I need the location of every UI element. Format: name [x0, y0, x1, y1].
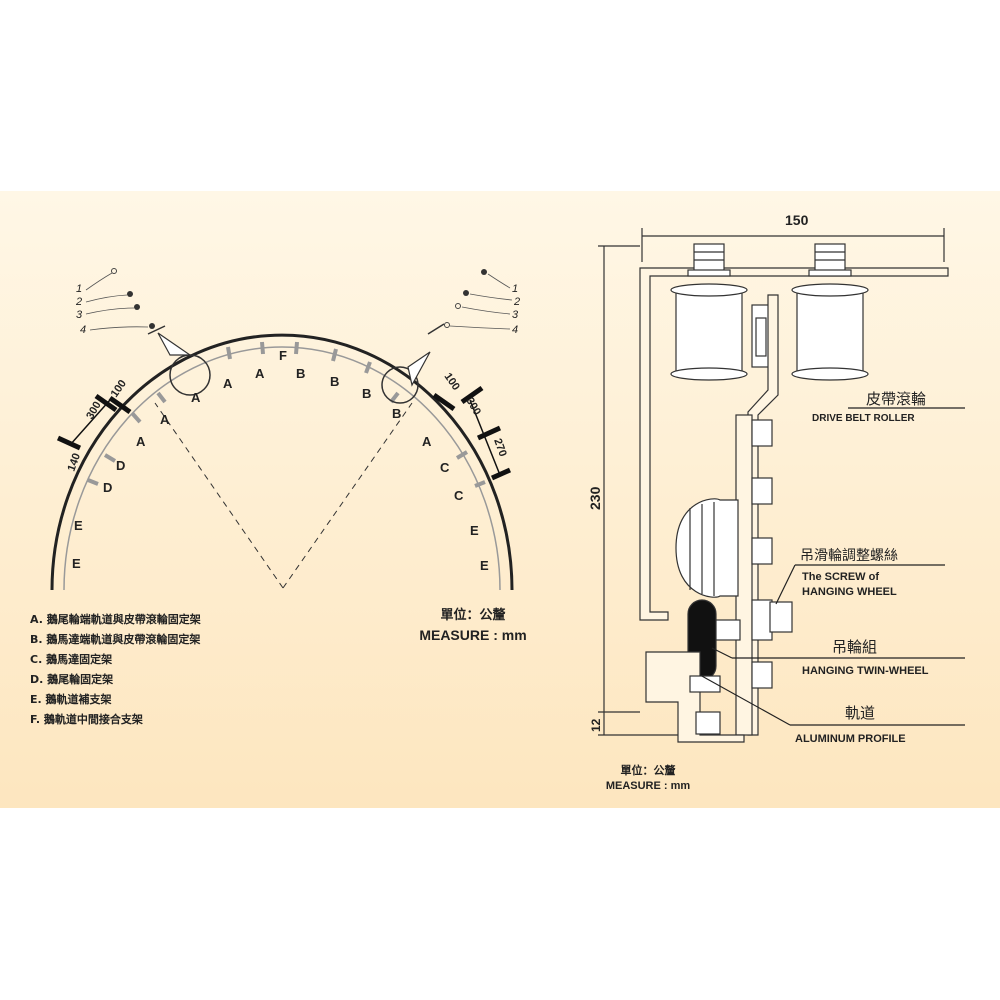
callout-2-right: 2	[513, 296, 520, 308]
zone-label-e: E	[72, 556, 81, 571]
zone-label-a: A	[255, 366, 265, 381]
section-callouts: 皮帶滾輪 DRIVE BELT ROLLER 吊滑輪調整螺絲 The SCREW…	[795, 390, 929, 745]
dim-140: 140	[66, 452, 84, 473]
zone-label-b: B	[392, 406, 401, 421]
zone-label-c: C	[454, 488, 464, 503]
profile-en: ALUMINUM PROFILE	[795, 733, 906, 745]
unit-left-en: MEASURE : mm	[419, 627, 527, 643]
cross-section	[598, 228, 949, 743]
zone-label-d: D	[116, 458, 125, 473]
screw-cn: 吊滑輪調整螺絲	[800, 547, 898, 564]
zone-label-b: B	[362, 386, 371, 401]
dim-300-right: 300	[463, 396, 483, 418]
legend-item-f: F. 鵝軌道中間接合支架	[30, 713, 143, 726]
screw-en-1: The SCREW of	[802, 571, 879, 583]
leader-lines	[699, 407, 965, 726]
unit-left-cn: 單位：公釐	[440, 608, 506, 623]
legend-item-c: C. 鵝馬達固定架	[30, 653, 113, 666]
dim-width-150: 150	[785, 212, 809, 228]
callout-3-right: 3	[512, 309, 519, 321]
arch-zone-labels: F A A A A A B B B B A D D C C E E E E	[72, 348, 489, 573]
legend-item-d: D. 鵝尾輪固定架	[30, 673, 114, 686]
drive-roller-en: DRIVE BELT ROLLER	[812, 413, 915, 424]
zone-label-a: A	[223, 376, 233, 391]
callout-1-right: 1	[512, 283, 518, 295]
zone-label-c: C	[440, 460, 450, 475]
drive-roller-cn: 皮帶滾輪	[866, 390, 926, 408]
zone-label-e: E	[470, 523, 479, 538]
unit-right-en: MEASURE : mm	[605, 780, 691, 792]
callout-3-left: 3	[76, 309, 83, 321]
zone-label-b: B	[330, 374, 339, 389]
screw-en-2: HANGING WHEEL	[802, 586, 897, 598]
callout-4-right: 4	[512, 324, 518, 336]
dim-bottom-12: 12	[589, 718, 603, 732]
zone-label-f: F	[279, 348, 287, 363]
callout-2-left: 2	[75, 296, 82, 308]
legend-item-e: E. 鵝軌道補支架	[30, 693, 112, 706]
unit-right-cn: 單位：公釐	[620, 764, 676, 777]
twin-wheel-cn: 吊輪組	[832, 638, 877, 656]
dim-300-left: 300	[84, 400, 104, 422]
legend-item-a: A. 鵝尾輪端軌道與皮帶滾輪固定架	[30, 613, 201, 626]
profile-cn: 軌道	[845, 704, 875, 722]
zone-label-a: A	[422, 434, 432, 449]
legend: A. 鵝尾輪端軌道與皮帶滾輪固定架 B. 鵝馬達端軌道與皮帶滾輪固定架 C. 鵝…	[30, 610, 201, 730]
twin-wheel-en: HANGING TWIN-WHEEL	[802, 665, 929, 677]
callout-1-left: 1	[76, 283, 82, 295]
zone-label-a: A	[136, 434, 146, 449]
dim-270: 270	[491, 437, 509, 458]
callouts-right: 1 2 3 4	[444, 269, 520, 336]
zone-label-a: A	[160, 412, 170, 427]
arch-right-dims: 100 300 270	[442, 371, 509, 458]
zone-label-b: B	[296, 366, 305, 381]
unit-left: 單位：公釐 MEASURE : mm	[418, 604, 528, 643]
callouts-left: 1 2 3 4	[75, 268, 155, 336]
zone-label-e: E	[480, 558, 489, 573]
zone-label-e: E	[74, 518, 83, 533]
section-dimensions: 150 230 12	[587, 212, 809, 732]
legend-item-b: B. 鵝馬達端軌道與皮帶滾輪固定架	[30, 633, 201, 646]
dim-100-right: 100	[442, 371, 462, 393]
callout-4-left: 4	[80, 324, 86, 336]
zone-label-a: A	[191, 390, 201, 405]
arch-track	[50, 323, 514, 591]
zone-label-d: D	[103, 480, 112, 495]
unit-right: 單位：公釐 MEASURE : mm	[598, 762, 698, 792]
dim-height-230: 230	[587, 486, 603, 510]
